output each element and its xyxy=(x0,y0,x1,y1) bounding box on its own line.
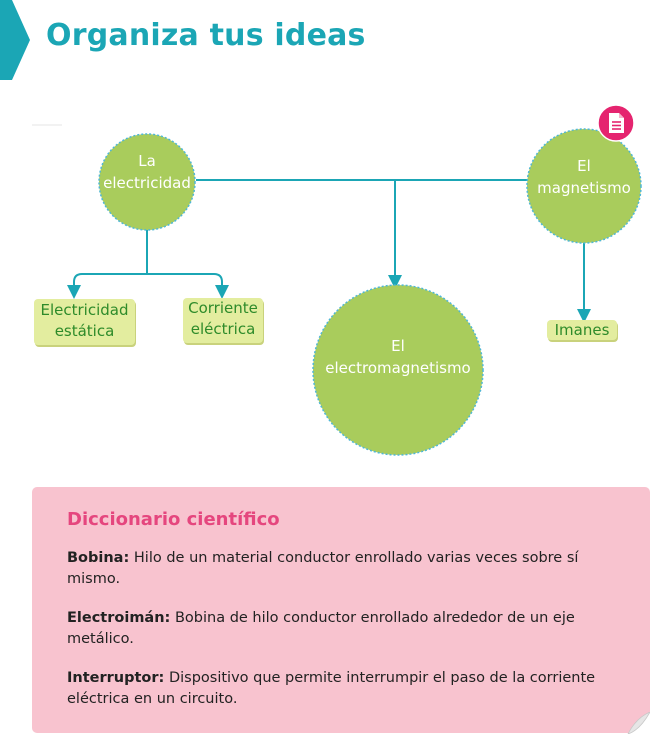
node-electromagnetismo-label: El electromagnetismo xyxy=(325,337,471,377)
dictionary-entry-electroiman: Electroimán: Bobina de hilo conductor en… xyxy=(67,608,627,650)
leaf-corriente-electrica: Corriente eléctrica xyxy=(183,298,263,343)
page-title: Organiza tus ideas xyxy=(46,18,366,53)
dictionary-entry-bobina: Bobina: Hilo de un material conductor en… xyxy=(67,548,627,590)
dictionary-definition: Hilo de un material conductor enrollado … xyxy=(67,550,579,587)
node-magnetismo-label: El magnetismo xyxy=(537,157,631,197)
dictionary-definition: Bobina de hilo conductor enrollado alred… xyxy=(67,610,575,647)
header-tab-marker xyxy=(0,0,30,80)
dictionary-term: Bobina: xyxy=(67,550,130,566)
connector-to-corriente xyxy=(147,273,229,299)
dictionary-entry-interruptor: Interruptor: Dispositivo que permite int… xyxy=(67,668,627,710)
dictionary-term: Interruptor: xyxy=(67,670,165,686)
page-curl-icon xyxy=(627,712,650,734)
connector-to-estatica xyxy=(67,273,147,299)
node-magnetismo xyxy=(526,128,642,244)
dictionary-box: Diccionario científico Bobina: Hilo de u… xyxy=(32,487,650,733)
dictionary-title: Diccionario científico xyxy=(67,509,280,530)
node-electromagnetismo xyxy=(312,284,484,456)
concept-map xyxy=(32,124,642,456)
dictionary-definition: Dispositivo que permite interrumpir el p… xyxy=(67,670,596,707)
document-icon[interactable] xyxy=(597,104,635,142)
node-electricidad xyxy=(98,133,196,231)
node-electricidad-label: La electricidad xyxy=(103,152,191,192)
dictionary-term: Electroimán: xyxy=(67,610,171,626)
leaf-electricidad-estatica: Electricidad estática xyxy=(34,299,135,345)
leaf-imanes: Imanes xyxy=(547,320,617,340)
